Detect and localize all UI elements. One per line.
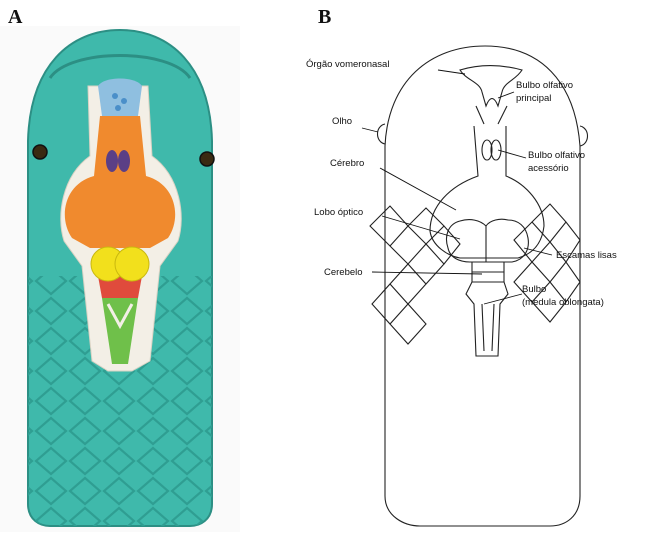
model-olfactory xyxy=(98,79,142,117)
snake-model-photo xyxy=(0,26,240,532)
label-optic-lobe: Lobo óptico xyxy=(314,207,363,218)
left-eye xyxy=(33,145,47,159)
label-eye: Olho xyxy=(332,116,352,127)
label-olfactory-main-2: principal xyxy=(516,93,551,104)
label-medulla-2: (medula oblongata) xyxy=(522,297,604,308)
label-cerebellum: Cerebelo xyxy=(324,267,363,278)
model-olfactory-bulb xyxy=(106,150,118,172)
label-olfactory-main-1: Bulbo olfativo xyxy=(516,80,573,91)
model-optic-lobe-right xyxy=(115,247,149,281)
label-smooth-scales: Escamas lisas xyxy=(556,250,617,261)
label-vomeronasal: Órgão vomeronasal xyxy=(306,59,389,70)
label-cerebrum: Cérebro xyxy=(330,158,364,169)
label-medulla-1: Bulbo xyxy=(522,284,546,295)
snake-brain-drawing: Órgão vomeronasal Bulbo olfativo princip… xyxy=(300,26,669,532)
label-olfactory-accessory-2: acessório xyxy=(528,163,569,174)
label-olfactory-accessory-1: Bulbo olfativo xyxy=(528,150,585,161)
right-eye xyxy=(200,152,214,166)
